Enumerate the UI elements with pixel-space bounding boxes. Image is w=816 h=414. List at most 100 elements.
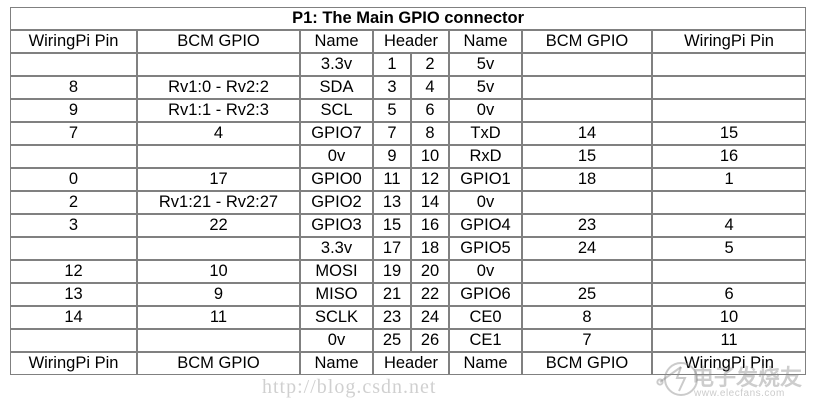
cell-name-right-2: 0v: [449, 99, 522, 122]
cell-pin-odd-0: 1: [373, 53, 411, 76]
cell-bcm-left-2: Rv1:1 - Rv2:3: [137, 99, 300, 122]
cell-pin-odd-5: 11: [373, 168, 411, 191]
cell-wiringpi-left-0: [10, 53, 137, 76]
cell-name-left-12: 0v: [300, 329, 373, 352]
cell-wiringpi-right-7: 4: [652, 214, 807, 237]
cell-pin-odd-8: 17: [373, 237, 411, 260]
col-footer-bcm-left: BCM GPIO: [137, 352, 300, 375]
cell-name-left-6: GPIO2: [300, 191, 373, 214]
cell-name-left-0: 3.3v: [300, 53, 373, 76]
col-footer-wiringpi-right: WiringPi Pin: [652, 352, 807, 375]
col-header-bcm-left: BCM GPIO: [137, 30, 300, 53]
cell-bcm-right-1: [522, 76, 652, 99]
col-header-name-left: Name: [300, 30, 373, 53]
cell-wiringpi-right-6: [652, 191, 807, 214]
col-footer-wiringpi-left: WiringPi Pin: [10, 352, 137, 375]
cell-wiringpi-left-10: 13: [10, 283, 137, 306]
cell-pin-even-3: 8: [411, 122, 449, 145]
cell-wiringpi-right-9: [652, 260, 807, 283]
cell-pin-even-12: 26: [411, 329, 449, 352]
cell-name-left-5: GPIO0: [300, 168, 373, 191]
cell-pin-even-5: 12: [411, 168, 449, 191]
cell-wiringpi-left-3: 7: [10, 122, 137, 145]
cell-wiringpi-right-11: 10: [652, 306, 807, 329]
cell-name-left-9: MOSI: [300, 260, 373, 283]
cell-bcm-left-6: Rv1:21 - Rv2:27: [137, 191, 300, 214]
cell-pin-even-1: 4: [411, 76, 449, 99]
table-header-row-bottom: WiringPi Pin BCM GPIO Name Header Name B…: [10, 352, 807, 375]
cell-wiringpi-left-1: 8: [10, 76, 137, 99]
gpio-pinout-table: P1: The Main GPIO connector WiringPi Pin…: [10, 7, 807, 375]
cell-name-right-3: TxD: [449, 122, 522, 145]
cell-pin-even-7: 16: [411, 214, 449, 237]
col-header-wiringpi-right: WiringPi Pin: [652, 30, 807, 53]
cell-bcm-left-5: 17: [137, 168, 300, 191]
col-header-wiringpi-left: WiringPi Pin: [10, 30, 137, 53]
cell-wiringpi-left-5: 0: [10, 168, 137, 191]
col-footer-name-left: Name: [300, 352, 373, 375]
cell-name-left-8: 3.3v: [300, 237, 373, 260]
cell-name-right-10: GPIO6: [449, 283, 522, 306]
cell-bcm-left-12: [137, 329, 300, 352]
col-footer-pin-header: Header: [373, 352, 449, 375]
cell-bcm-left-8: [137, 237, 300, 260]
col-header-name-right: Name: [449, 30, 522, 53]
col-header-bcm-right: BCM GPIO: [522, 30, 652, 53]
cell-pin-odd-2: 5: [373, 99, 411, 122]
cell-wiringpi-left-4: [10, 145, 137, 168]
cell-pin-even-0: 2: [411, 53, 449, 76]
col-header-pin-header: Header: [373, 30, 449, 53]
cell-pin-odd-3: 7: [373, 122, 411, 145]
cell-name-right-8: GPIO5: [449, 237, 522, 260]
cell-wiringpi-right-8: 5: [652, 237, 807, 260]
cell-name-right-7: GPIO4: [449, 214, 522, 237]
cell-wiringpi-left-2: 9: [10, 99, 137, 122]
cell-wiringpi-right-0: [652, 53, 807, 76]
cell-name-left-4: 0v: [300, 145, 373, 168]
cell-wiringpi-left-7: 3: [10, 214, 137, 237]
cell-wiringpi-left-6: 2: [10, 191, 137, 214]
cell-pin-even-2: 6: [411, 99, 449, 122]
cell-name-right-4: RxD: [449, 145, 522, 168]
cell-bcm-right-3: 14: [522, 122, 652, 145]
cell-bcm-left-1: Rv1:0 - Rv2:2: [137, 76, 300, 99]
cell-bcm-right-4: 15: [522, 145, 652, 168]
cell-bcm-right-8: 24: [522, 237, 652, 260]
cell-pin-even-4: 10: [411, 145, 449, 168]
cell-pin-even-9: 20: [411, 260, 449, 283]
cell-wiringpi-right-12: 11: [652, 329, 807, 352]
cell-bcm-right-12: 7: [522, 329, 652, 352]
cell-name-left-10: MISO: [300, 283, 373, 306]
table-title-row: P1: The Main GPIO connector: [10, 7, 807, 30]
cell-pin-even-6: 14: [411, 191, 449, 214]
cell-bcm-right-6: [522, 191, 652, 214]
cell-name-left-3: GPIO7: [300, 122, 373, 145]
cell-bcm-right-5: 18: [522, 168, 652, 191]
cell-pin-odd-6: 13: [373, 191, 411, 214]
cell-bcm-left-7: 22: [137, 214, 300, 237]
cell-wiringpi-right-10: 6: [652, 283, 807, 306]
cell-name-right-0: 5v: [449, 53, 522, 76]
cell-bcm-left-4: [137, 145, 300, 168]
cell-name-left-2: SCL: [300, 99, 373, 122]
col-footer-bcm-right: BCM GPIO: [522, 352, 652, 375]
cell-name-right-9: 0v: [449, 260, 522, 283]
cell-bcm-right-11: 8: [522, 306, 652, 329]
cell-name-right-11: CE0: [449, 306, 522, 329]
cell-wiringpi-right-1: [652, 76, 807, 99]
cell-pin-odd-9: 19: [373, 260, 411, 283]
cell-wiringpi-left-12: [10, 329, 137, 352]
cell-bcm-right-10: 25: [522, 283, 652, 306]
